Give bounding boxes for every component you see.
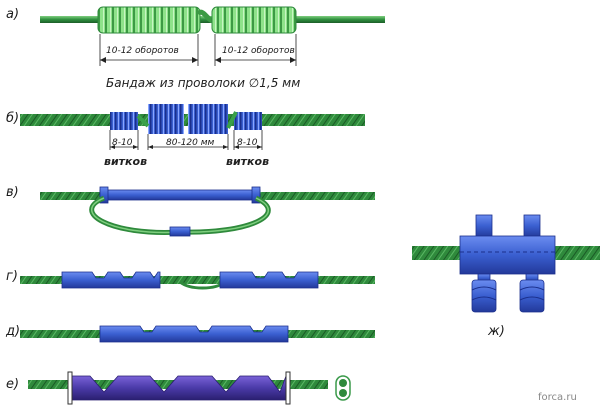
row-label-v: в)	[6, 185, 19, 200]
wire-end-b-1	[136, 114, 150, 128]
bandage-b-mid-left	[148, 104, 184, 134]
wire-g	[20, 276, 375, 284]
bolt-head-zh-left	[475, 214, 493, 238]
bandage-b-right	[234, 112, 262, 130]
label-b-left-count: 8-10	[112, 138, 133, 148]
row-label-e: е)	[6, 377, 20, 392]
row-label-a: а)	[6, 7, 20, 22]
row-v-loop-joint	[40, 186, 375, 237]
row-d-crimp-sleeve-joint	[20, 325, 375, 343]
row-label-d: д)	[6, 324, 21, 339]
sleeve-d	[99, 325, 289, 343]
bandage-b-left	[110, 112, 138, 130]
coil-a-right	[211, 6, 297, 34]
label-bandage: Бандаж из проволоки ∅1,5 мм	[106, 76, 301, 90]
sleeve-g-right	[219, 271, 319, 289]
label-a-left-turns: 10-12 оборотов	[106, 46, 179, 56]
row-a-twisted-joint	[40, 6, 385, 66]
label-a-right-turns: 10-12 оборотов	[222, 46, 295, 56]
row-label-b: б)	[6, 111, 20, 126]
nut-zh-left	[471, 279, 497, 313]
row-e-pressed-sleeve-joint	[28, 371, 351, 405]
clip-v	[169, 226, 191, 237]
row-g-oval-sleeve-joint	[20, 271, 375, 290]
wire-end-b-2	[226, 111, 238, 129]
coil-a-left	[97, 6, 201, 34]
row-label-g: г)	[6, 269, 18, 284]
row-b-bandage-joint	[20, 104, 365, 150]
label-b-right-count: 8-10	[237, 138, 258, 148]
label-b-left-turns-word: витков	[104, 155, 148, 168]
watermark: forca.ru	[538, 392, 577, 403]
row-label-zh: ж)	[488, 324, 505, 339]
label-b-right-turns-word: витков	[226, 155, 270, 168]
sleeve-g-left	[61, 271, 161, 289]
sleeve-v	[99, 189, 261, 201]
label-b-mid-length: 80-120 мм	[166, 138, 215, 148]
row-zh-bolted-clamp	[412, 214, 600, 313]
cross-section-icon	[335, 375, 351, 401]
bolt-head-zh-right	[523, 214, 541, 238]
nut-zh-right	[519, 279, 545, 313]
clamp-body-zh	[459, 235, 556, 275]
bandage-b-mid-right	[188, 104, 228, 134]
